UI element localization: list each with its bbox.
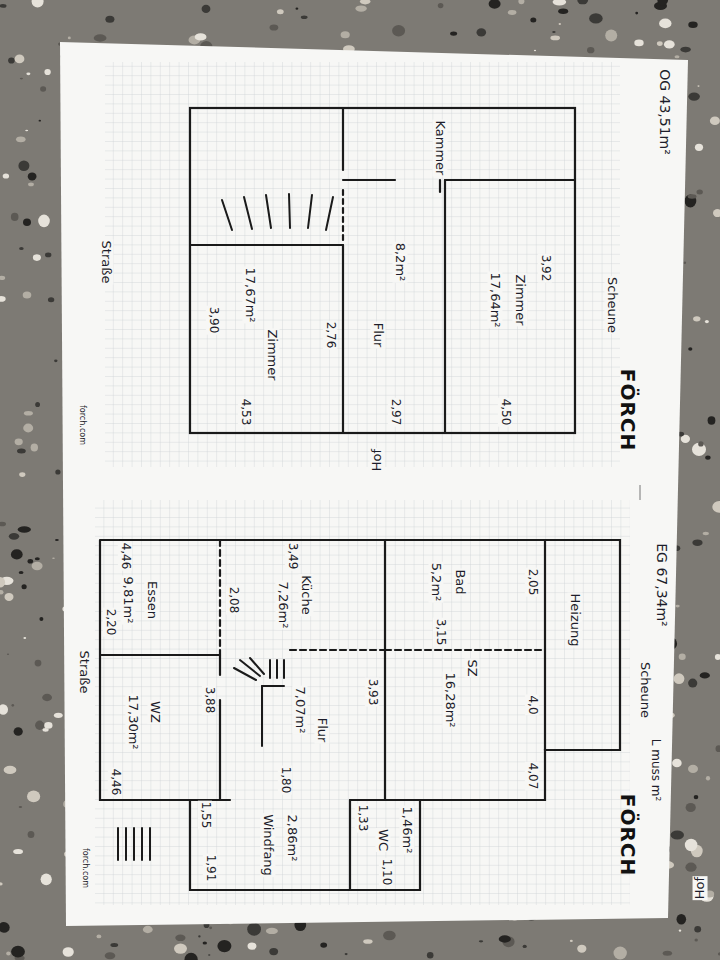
dimension-label: 4,0: [525, 694, 539, 715]
dimension-label: 1,91: [203, 854, 217, 883]
room: Kammer: [343, 108, 575, 180]
dimension-label: 4,07: [525, 762, 539, 791]
room-label: 16,28m²: [443, 671, 458, 728]
dimension-label: 1,80: [278, 766, 292, 795]
grid: [105, 62, 620, 467]
brand-logo: FÖRCH: [616, 368, 639, 452]
room-label: 17,30m²: [126, 693, 141, 750]
dimension-label: 2,08: [226, 586, 240, 615]
room-label: Flur: [315, 717, 330, 744]
room-label: 17,64m²: [488, 271, 503, 328]
dimension-label: 2,97: [388, 398, 402, 427]
dimension-label: 2,76: [323, 321, 337, 350]
room-label: Windfang: [261, 813, 276, 877]
room-label: Zimmer: [265, 328, 280, 381]
dimension-label: 4,50: [498, 398, 512, 427]
room-label: 9,81m²: [121, 576, 136, 625]
room-label: Küche: [299, 574, 314, 616]
room-label: 7,26m²: [276, 581, 291, 630]
brand-url: forch.com: [80, 847, 89, 889]
side-note: Hof: [370, 448, 385, 472]
room: Heizung: [545, 540, 620, 750]
floor-plan: EG 67,34m²HeizungBad5,2m²SZ16,28m²Küche7…: [100, 540, 620, 890]
walls: [100, 108, 620, 890]
side-note: L muss m²: [648, 738, 662, 803]
paper-sheet: [60, 42, 688, 926]
dimension-label: 1,33: [355, 804, 369, 833]
dimension-label: 1,10: [379, 858, 393, 887]
dimension-label: 3,49: [285, 542, 299, 571]
room-label: 17,67m²: [243, 266, 258, 323]
room-label: Bad: [453, 568, 468, 595]
room-label: 8,2m²: [393, 242, 408, 283]
room: Bad 5,2m²: [385, 540, 545, 650]
room: Zimmer 17,67m²: [190, 245, 343, 433]
room-label: 2,86m²: [285, 814, 300, 863]
room-label: 1,46m²: [400, 806, 415, 855]
dimension-label: 2,20: [103, 608, 117, 637]
side-note: Scheune: [605, 276, 620, 334]
dimension-label: 3,92: [538, 254, 552, 283]
room-label: Heizung: [568, 593, 583, 648]
room-label: SZ: [465, 658, 480, 677]
floor-heading: EG 67,34m²: [654, 542, 670, 627]
stairs: [118, 194, 333, 860]
dimension-label: 4,53: [238, 398, 252, 427]
room: Küche 7,26m²: [220, 540, 385, 650]
dimension-label: 3,15: [433, 618, 447, 647]
room-label: 5,2m²: [429, 562, 444, 603]
dimension-label: 3,93: [365, 678, 379, 707]
dimension-label: 3,90: [206, 306, 220, 335]
dimension-label: 1,55: [198, 801, 212, 830]
brand-url: forch.com: [77, 404, 86, 446]
grid: [95, 500, 630, 905]
room: Flur 7,07m²: [220, 650, 385, 800]
floor-heading: OG 43,51m²: [657, 68, 673, 156]
fold-mark: [640, 485, 641, 500]
room: Zimmer 17,64m²: [445, 180, 575, 433]
side-note: Scheune: [638, 661, 653, 719]
room-label: WZ: [148, 700, 163, 724]
dimension-label: 3,88: [202, 686, 216, 715]
room-label: Kammer: [433, 120, 448, 177]
room-label: WC: [376, 828, 391, 852]
room-label: Zimmer: [513, 273, 528, 326]
brand-logo: FÖRCH: [616, 793, 639, 877]
room: 8,2m² Flur: [343, 180, 445, 433]
room-label: Essen: [145, 580, 160, 620]
floor-plan: OG 43,51m²KammerZimmer17,64m²8,2m²FlurZi…: [190, 108, 575, 433]
side-note: Straße: [99, 240, 114, 285]
side-note: Hof: [693, 876, 708, 900]
room: SZ 16,28m²: [385, 650, 545, 800]
dimension-label: 4,46: [108, 768, 122, 797]
room-label: 7,07m²: [293, 686, 308, 735]
side-note: Straße: [77, 650, 92, 695]
dimension-label: 2,05: [525, 568, 539, 597]
room-label: Flur: [371, 322, 386, 349]
dimension-label: 4,46: [118, 542, 132, 571]
